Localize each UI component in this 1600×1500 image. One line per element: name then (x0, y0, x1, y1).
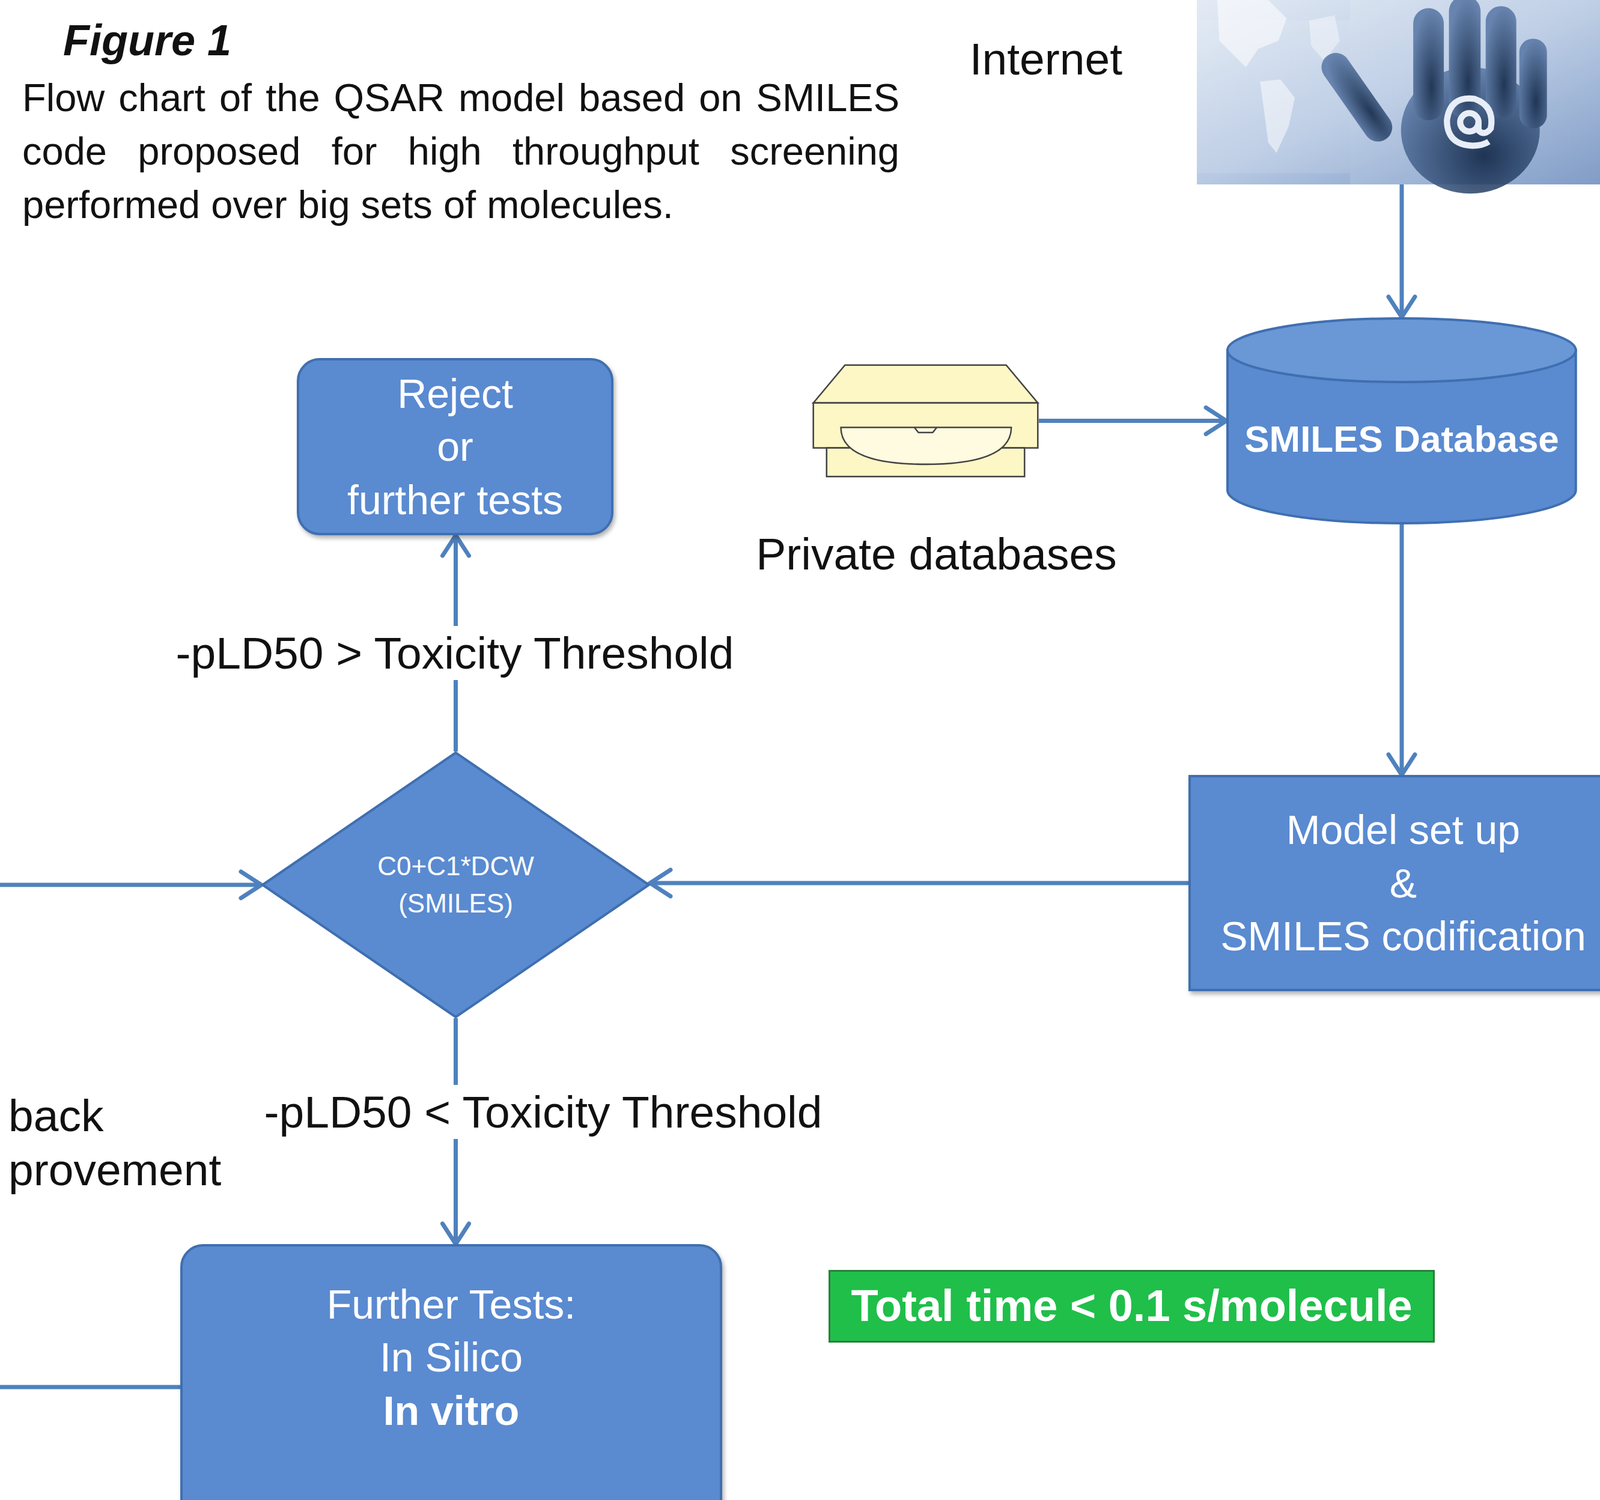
cylinder-top (1227, 318, 1576, 383)
box-text: In Silico (379, 1330, 523, 1384)
arrowhead (240, 871, 262, 899)
continent (1259, 79, 1295, 153)
connector (1388, 523, 1415, 776)
disk-drive (812, 364, 1039, 478)
drive-top (813, 365, 1039, 404)
arrowhead (1388, 754, 1415, 776)
diamond-outline (261, 751, 651, 1019)
connector-line (1038, 418, 1227, 423)
diamond-shape (262, 752, 649, 1018)
edge-label: back provement (8, 1088, 249, 1197)
arrowhead (442, 535, 470, 556)
arrowhead (1205, 407, 1227, 435)
source-label: Private databases (755, 526, 1117, 581)
database-name: SMILES Database (1244, 415, 1560, 464)
box-text: Model set up (1286, 803, 1521, 857)
database-cylinder: SMILES Database (1226, 317, 1578, 524)
formula-text: C0+C1*DCW (SMILES) (362, 847, 550, 922)
arrowhead (1388, 296, 1415, 318)
source-label: Internet (969, 31, 1123, 86)
arrowhead (442, 1223, 470, 1245)
box-text: Further Tests: (326, 1277, 576, 1331)
figure-caption: Flow chart of the QSAR model based on SM… (22, 70, 900, 232)
box-text: or (436, 419, 473, 473)
connector-line (1399, 184, 1404, 318)
at-sign (1446, 98, 1492, 147)
picture-part (1519, 38, 1548, 128)
arrowhead (650, 869, 671, 897)
continent (1217, 0, 1287, 68)
box-text: further tests (347, 473, 563, 527)
connector (1038, 407, 1227, 435)
internet-picture: Internet (1196, 0, 1600, 185)
edge-label: -pLD50 > Toxicity Threshold (168, 626, 742, 681)
disk-drive-icon: Private databases (812, 364, 1039, 478)
connector (1388, 184, 1415, 318)
box-text: SMILES codification (1220, 909, 1587, 963)
internet-image (1196, 0, 1600, 185)
box-text: Reject (397, 367, 514, 420)
timing-badge: Total time < 0.1 s/molecule (828, 1270, 1435, 1343)
decision-diamond: C0+C1*DCW (SMILES) (261, 751, 651, 1019)
disc-notch (914, 427, 937, 434)
picture-part (1446, 98, 1492, 147)
edge-label: -pLD50 < Toxicity Threshold (257, 1085, 830, 1140)
connector-line (1399, 523, 1404, 776)
connector-line (650, 881, 1189, 886)
disc (841, 427, 1012, 465)
process-box: Further Tests:In SilicoIn vitro (180, 1244, 723, 1500)
box-text: & (1389, 856, 1417, 910)
box-text: In vitro (383, 1384, 520, 1438)
badge-text: Total time < 0.1 s/molecule (850, 1279, 1412, 1334)
hand (1315, 0, 1548, 194)
picture-part (1413, 8, 1444, 121)
connector (650, 869, 1189, 897)
figure-title: Figure 1 (63, 15, 232, 65)
picture-ground (1196, 0, 1600, 185)
picture-part (1485, 6, 1517, 119)
picture-part (1315, 47, 1398, 148)
process-box: Rejectorfurther tests (296, 358, 614, 536)
process-box: Model set up&SMILES codification (1188, 775, 1600, 992)
